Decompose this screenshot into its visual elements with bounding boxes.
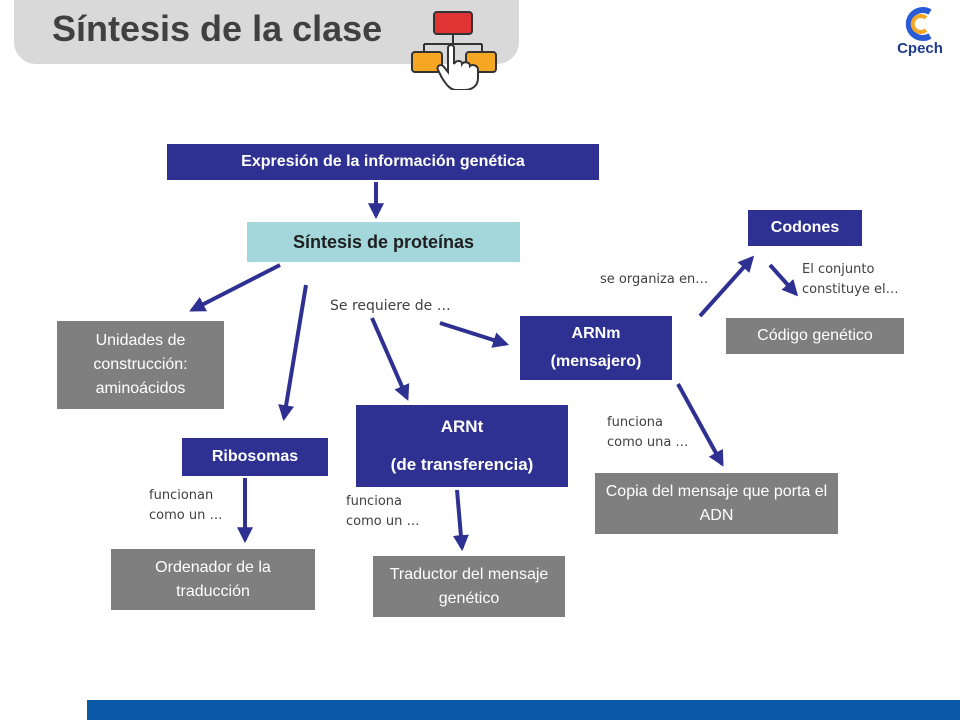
node-traductor-label: Traductor del mensaje genético xyxy=(389,565,549,607)
node-arnt: ARNt (de transferencia) xyxy=(356,405,568,487)
arrow-arnm-copia xyxy=(676,383,724,467)
node-ribosomas: Ribosomas xyxy=(182,438,328,476)
page-title: Síntesis de la clase xyxy=(52,8,383,49)
label-funcionan-ribo-line1: funcionan xyxy=(149,488,214,503)
node-codigo: Código genético xyxy=(726,318,904,354)
node-unidades: Unidades de construcción: aminoácidos xyxy=(57,321,224,409)
arrow-arnm-codones xyxy=(698,255,755,318)
arrow-arnt-traductor xyxy=(452,489,469,552)
node-sintesis: Síntesis de proteínas xyxy=(247,222,520,262)
node-sintesis-label: Síntesis de proteínas xyxy=(292,231,475,252)
node-ordenador-label: Ordenador de la traducción xyxy=(155,558,271,600)
label-funciona-arnt: funciona como un … xyxy=(346,492,419,532)
label-funciona-arnm: funciona como una … xyxy=(607,413,688,453)
node-arnt-line2: (de transferencia) xyxy=(390,455,534,474)
label-se-organiza: se organiza en… xyxy=(600,272,709,287)
node-arnm: ARNm (mensajero) xyxy=(520,316,672,380)
node-codigo-label: Código genético xyxy=(757,327,873,344)
node-expresion-label: Expresión de la información genética xyxy=(241,153,525,170)
label-conjunto: El conjunto constituye el… xyxy=(802,260,899,300)
arrow-sintesis-unidades xyxy=(189,263,281,312)
label-funciona-arnt-line1: funciona xyxy=(346,494,402,509)
cpech-logo: Cpech xyxy=(890,6,950,62)
label-funciona-arnm-line2: como una … xyxy=(607,435,689,450)
label-funcionan-ribo-line2: como un … xyxy=(149,508,223,523)
arrow-sintesis-arnm xyxy=(439,321,510,348)
bottom-bar xyxy=(87,700,960,720)
arrow-codones-codigo xyxy=(768,263,799,297)
node-expresion: Expresión de la información genética xyxy=(167,144,599,180)
label-se-requiere: Se requiere de … xyxy=(330,298,451,314)
node-arnm-line2: (mensajero) xyxy=(550,353,642,370)
logo-mark-icon xyxy=(905,7,932,41)
node-codones-label: Codones xyxy=(770,219,840,236)
node-copia: Copia del mensaje que porta el ADN xyxy=(595,473,838,534)
node-arnt-line1: ARNt xyxy=(440,417,484,436)
node-codones: Codones xyxy=(748,210,862,246)
label-conjunto-line1: El conjunto xyxy=(802,262,875,277)
arrow-sintesis-arnt xyxy=(370,317,410,401)
node-arnm-line1: ARNm xyxy=(571,325,621,342)
node-traductor: Traductor del mensaje genético xyxy=(373,556,565,617)
node-ribosomas-label: Ribosomas xyxy=(211,448,299,465)
label-funciona-arnm-line1: funciona xyxy=(607,415,663,430)
label-funciona-arnt-line2: como un … xyxy=(346,514,420,529)
node-copia-label: Copia del mensaje que porta el ADN xyxy=(605,482,828,524)
node-ordenador: Ordenador de la traducción xyxy=(111,549,315,610)
node-unidades-label: Unidades de construcción: aminoácidos xyxy=(93,332,188,397)
logo-text: Cpech xyxy=(897,40,943,57)
arrow-sintesis-ribosomas xyxy=(278,284,308,422)
label-conjunto-line2: constituye el… xyxy=(802,282,899,297)
flowchart-hand-icon xyxy=(411,11,497,90)
label-funcionan-ribo: funcionan como un … xyxy=(149,486,222,526)
